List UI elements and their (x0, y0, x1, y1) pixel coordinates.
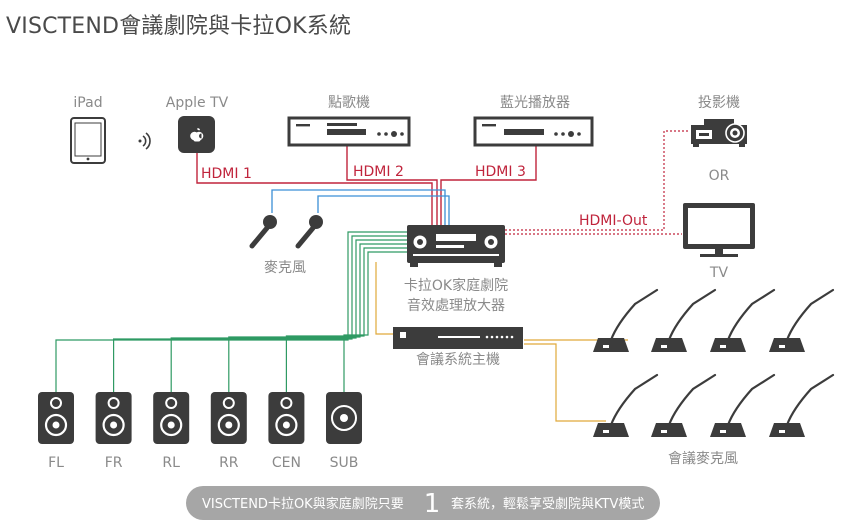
speaker-label-rl: RL (162, 455, 180, 471)
tv-device (683, 203, 755, 257)
hdmi3-label: HDMI 3 (475, 164, 526, 180)
karaoke-player-device (287, 116, 411, 147)
microphones-label: 麥克風 (264, 260, 306, 276)
hdmi-out-label: HDMI-Out (579, 213, 648, 229)
speaker-label-fl: FL (48, 455, 64, 471)
microphone-1-icon (249, 215, 277, 249)
apple-tv-label: Apple TV (166, 95, 229, 111)
speaker-cable-rr (228, 243, 407, 392)
conference-mics-label: 會議麥克風 (668, 450, 738, 467)
speaker-fl (38, 392, 74, 444)
wireless-icon (138, 132, 151, 150)
speaker-label-fr: FR (105, 455, 123, 471)
hdmi3-cable (440, 146, 537, 226)
host-to-mics-cable-bottom (524, 343, 606, 422)
hdmi2-cable (346, 146, 438, 226)
speaker-cen (268, 392, 305, 444)
hdmi-out-cables (505, 130, 688, 235)
ipad-label: iPad (73, 95, 102, 111)
conference-microphones (593, 288, 835, 437)
conference-mic-8 (769, 373, 835, 437)
amplifier-device (407, 225, 505, 267)
hdmi2-label: HDMI 2 (353, 164, 404, 180)
tv-label: TV (709, 265, 729, 281)
conference-mic-4 (769, 288, 835, 352)
karaoke-player-label: 點歌機 (328, 95, 370, 111)
conference-mic-5 (593, 373, 659, 437)
footer-text-before: VISCTEND卡拉OK與家庭劇院只要 (202, 496, 404, 512)
projector-label: 投影機 (698, 95, 740, 111)
footer-number: 1 (424, 489, 441, 519)
speaker-label-sub: SUB (330, 455, 359, 471)
conference-mic-2 (651, 288, 717, 352)
projector-device (691, 119, 747, 147)
microphone-2-icon (295, 215, 323, 249)
speaker-cable-fr (113, 235, 407, 392)
speaker-cable-sub (343, 251, 407, 392)
page-title: VISCTEND會議劇院與卡拉OK系統 (6, 14, 352, 39)
speaker-label-cen: CEN (272, 455, 301, 471)
conference-mic-3 (710, 288, 776, 352)
mic-cables (271, 189, 450, 226)
hdmi1-label: HDMI 1 (201, 166, 252, 182)
speaker-sub (326, 392, 362, 444)
ipad-device (70, 117, 106, 164)
speaker-rl (153, 392, 190, 444)
mic2-cable (317, 195, 450, 226)
speaker-cable-rl (170, 239, 407, 392)
hdmi-out-projector-cable (505, 130, 688, 231)
apple-logo-icon (190, 128, 204, 142)
conference-mic-6 (651, 373, 717, 437)
bluray-player-label: 藍光播放器 (500, 95, 570, 111)
hdmi-cables (196, 146, 537, 226)
footer-text-after: 套系統，輕鬆享受劇院與KTV模式 (451, 496, 644, 512)
conference-host-label: 會議系統主機 (416, 351, 500, 368)
speaker-cable-cen (285, 247, 407, 392)
apple-tv-device (178, 116, 215, 153)
speaker-fr (95, 392, 132, 444)
speaker-cable-fl (55, 231, 407, 392)
speaker-cables (55, 231, 407, 392)
speaker-label-rr: RR (219, 455, 239, 471)
conference-mic-1 (593, 288, 659, 352)
amp-to-host-cable (375, 262, 393, 335)
amplifier-label-line1: 卡拉OK家庭劇院 (404, 277, 508, 294)
speaker-rr (210, 392, 247, 444)
mic1-cable (271, 189, 446, 226)
footer-banner: VISCTEND卡拉OK與家庭劇院只要 1 套系統，輕鬆享受劇院與KTV模式 (186, 486, 660, 520)
conference-mic-7 (710, 373, 776, 437)
conference-host-device (393, 327, 523, 349)
speakers: FL FR RL RR CEN SUB (38, 392, 362, 471)
or-label: OR (709, 168, 730, 184)
bluray-player-device (473, 116, 594, 147)
hdmi1-cable (196, 152, 433, 226)
amplifier-label-line2: 音效處理放大器 (407, 297, 505, 314)
